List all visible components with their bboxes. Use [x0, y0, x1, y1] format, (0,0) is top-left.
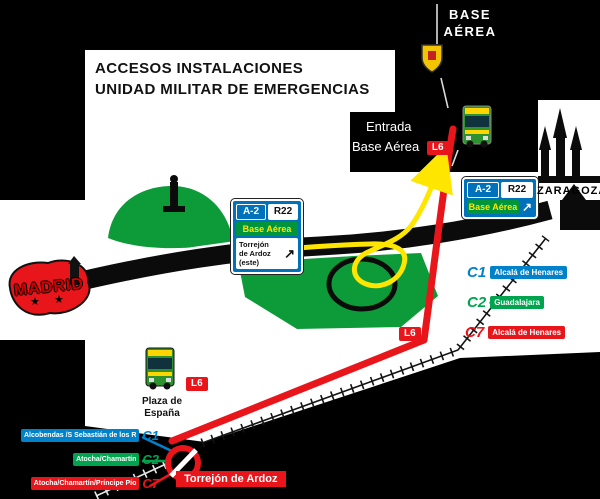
entrance-line2: Base Aérea	[352, 139, 420, 154]
rail-row-c1-east: C1 Alcalá de Henares	[467, 264, 568, 281]
destination-box: Alcobendas /S Sebastián de los R	[20, 429, 140, 442]
arrow-up-right-icon: ↗	[521, 200, 532, 214]
line-badge-c1: C1	[142, 428, 159, 443]
bus-route-l6-line	[168, 336, 428, 445]
bus-stop-line2: España	[144, 408, 180, 419]
line-badge-c1: C1	[467, 264, 487, 281]
rail-row-c7-east: C7 Alcalá de Henares	[465, 324, 566, 341]
sign-destination: Base Aérea	[236, 222, 298, 236]
sign-destination: Base Aérea	[467, 200, 519, 214]
line-badge-c2: C2	[467, 294, 487, 311]
sign-subtext-line1: Torrejón	[239, 240, 269, 249]
route-arrow-yellow	[231, 145, 453, 289]
route-shield-r22: R22	[268, 204, 298, 220]
entrance-label: Entrada Base Aérea L6	[352, 117, 449, 157]
star-icon: ★	[30, 296, 40, 308]
destination-box: Alcalá de Henares	[488, 326, 566, 339]
rail-row-c1-west: Alcobendas /S Sebastián de los R C1	[20, 428, 159, 443]
bus-stop-line1: Plaza de	[141, 396, 183, 407]
line-badge-c7: C7	[465, 324, 485, 341]
base-access-path-line	[436, 4, 459, 167]
rail-row-c7-west: Atocha/Chamartín/Príncipe Pío C7	[30, 476, 159, 491]
zaragoza-cathedral-icon	[538, 108, 600, 230]
page-title: ACCESOS INSTALACIONES UNIDAD MILITAR DE …	[95, 58, 370, 100]
ramp-loop	[326, 256, 398, 312]
star-icon: ★	[54, 294, 64, 306]
base-aerea-label: BASE AÉREA	[430, 6, 510, 40]
destination-box: Atocha/Chamartín/Príncipe Pío	[30, 477, 140, 490]
destination-box: Atocha/Chamartín	[73, 453, 140, 466]
sign-subtext: Torrejón de Ardoz (este)	[239, 240, 282, 267]
destination-box: Alcalá de Henares	[490, 266, 568, 279]
destination-box: Guadalajara	[490, 296, 544, 309]
bus-icon-base	[462, 105, 492, 148]
line-badge-c2: C2	[142, 452, 159, 467]
park-hill	[108, 186, 233, 249]
line-badge-c7: C7	[142, 476, 159, 491]
bus-stop-label: Plaza de España	[132, 396, 192, 420]
road-sign-right: A-2 R22 Base Aérea ↗	[462, 177, 538, 219]
route-shield-a2: A-2	[467, 182, 499, 198]
l6-badge-entrance: L6	[426, 140, 449, 155]
rail-row-c2-east: C2 Guadalajara	[467, 295, 544, 310]
entrance-line1: Entrada	[366, 119, 412, 134]
base-aerea-line1: BASE	[448, 7, 492, 22]
route-shield-r22: R22	[501, 182, 533, 198]
madrid-city-icon	[8, 256, 91, 316]
l6-badge-route: L6	[399, 327, 421, 341]
base-aerea-line2: AÉREA	[443, 24, 497, 39]
base-emblem-icon	[421, 44, 443, 73]
sign-subtext-line2: de Ardoz (este)	[239, 249, 271, 267]
road-sign-center: A-2 R22 Base Aérea Torrejón de Ardoz (es…	[231, 199, 303, 274]
city-label-zaragoza: ZARAGOZA	[537, 185, 600, 197]
route-shield-a2: A-2	[236, 204, 266, 220]
title-line1: ACCESOS INSTALACIONES	[95, 60, 304, 77]
torrejon-label: Torrejón de Ardoz	[176, 471, 286, 487]
title-line2: UNIDAD MILITAR DE EMERGENCIAS	[95, 81, 370, 98]
arrow-up-right-icon: ↗	[284, 245, 295, 261]
bus-icon-plaza	[145, 347, 175, 390]
monument-icon	[163, 175, 185, 212]
l6-badge-plaza: L6	[186, 377, 208, 391]
rail-row-c2-west: Atocha/Chamartín C2	[73, 452, 159, 467]
